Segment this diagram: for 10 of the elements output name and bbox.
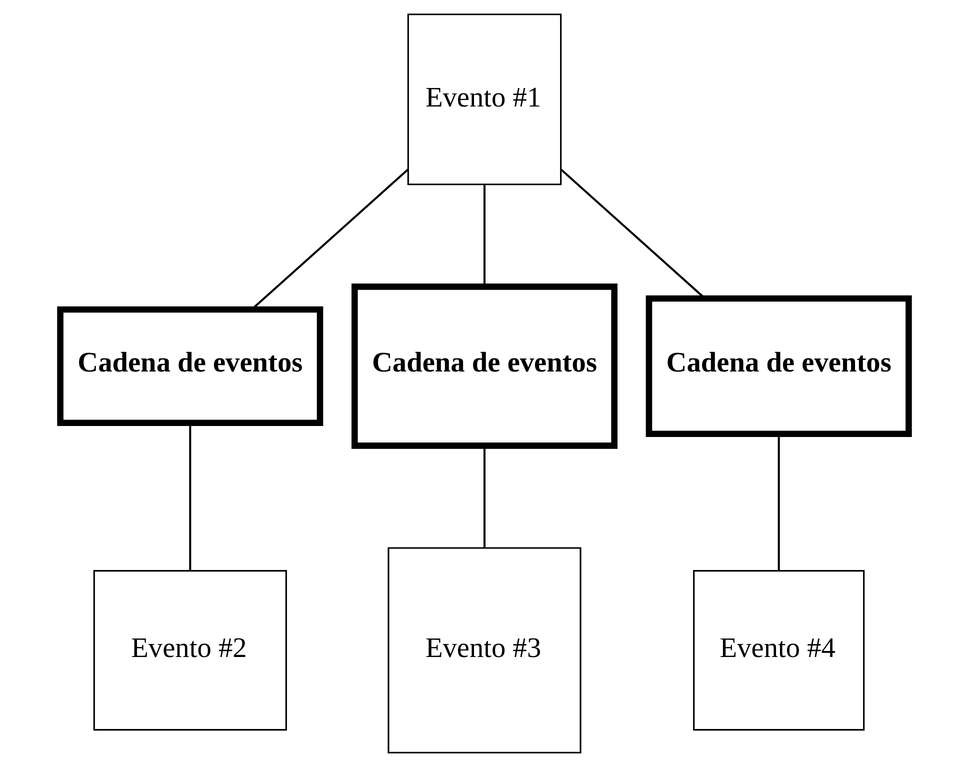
connector	[188, 423, 191, 570]
node-box: Evento #4	[692, 570, 864, 731]
node-box: Cadena de eventos	[56, 306, 323, 426]
node-box: Evento #1	[406, 14, 562, 186]
node-box: Cadena de eventos	[351, 284, 617, 449]
node-box: Cadena de eventos	[645, 295, 912, 438]
node-box: Evento #3	[387, 547, 581, 754]
connector	[482, 446, 486, 548]
node-box: Evento #2	[92, 570, 286, 731]
connector	[777, 434, 780, 571]
